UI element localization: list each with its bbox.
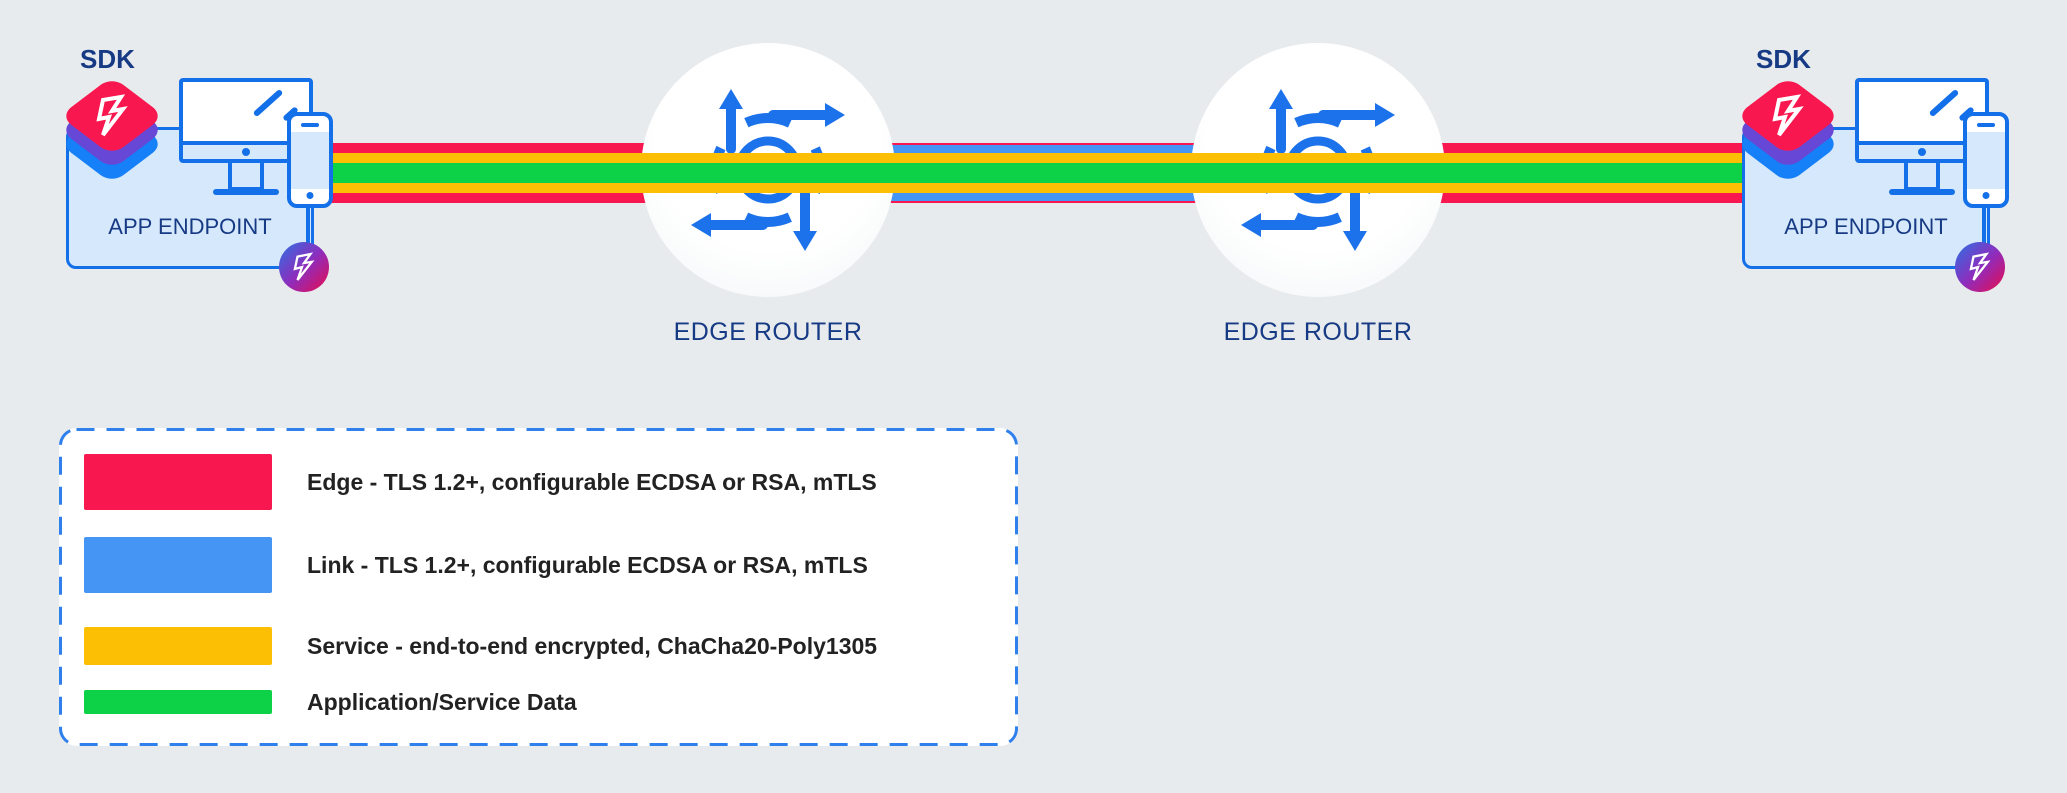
lightning-bolt-icon — [96, 94, 128, 137]
monitor-bezel — [183, 141, 309, 159]
monitor-base — [1889, 189, 1955, 195]
legend-swatch-application — [84, 690, 272, 714]
phone-home-dot — [306, 192, 314, 199]
phone-screen — [1967, 132, 2005, 189]
ziti-bolt-badge — [1955, 242, 2005, 292]
monitor-power-dot — [1918, 148, 1926, 156]
legend-label-edge: Edge - TLS 1.2+, configurable ECDSA or R… — [307, 469, 877, 495]
legend-swatch-link — [84, 537, 272, 593]
sdk-label: SDK — [80, 44, 135, 74]
phone-icon — [1963, 112, 2009, 208]
phone-speaker — [1977, 123, 1995, 127]
phone-screen — [291, 132, 329, 189]
sdk-label: SDK — [1756, 44, 1811, 74]
lightning-bolt-icon — [1969, 252, 1991, 281]
sdk-stack-icon — [1742, 81, 1834, 179]
monitor-power-dot — [242, 148, 250, 156]
legend: Edge - TLS 1.2+, configurable ECDSA or R… — [59, 428, 1018, 746]
legend-swatch-service — [84, 627, 272, 665]
legend-label-service: Service - end-to-end encrypted, ChaCha20… — [307, 633, 878, 659]
monitor-base — [213, 189, 279, 195]
legend-swatch-edge — [84, 454, 272, 510]
monitor-bezel — [1859, 141, 1985, 159]
ziti-bolt-badge — [279, 242, 329, 292]
badge-connector-line — [306, 195, 310, 251]
badge-connector-line — [1982, 195, 1986, 251]
phone-home-dot — [1982, 192, 1990, 199]
edge-router-label: EDGE ROUTER — [1223, 318, 1413, 346]
legend-dashed-border — [59, 428, 1018, 746]
phone-icon — [287, 112, 333, 208]
app-endpoint-label: APP ENDPOINT — [108, 214, 272, 239]
monitor-stand — [1904, 163, 1940, 191]
lightning-bolt-icon — [293, 252, 315, 281]
legend-label-application: Application/Service Data — [307, 689, 577, 715]
phone-speaker — [301, 123, 319, 127]
application-data-band — [295, 163, 1757, 183]
lightning-bolt-icon — [1772, 94, 1804, 137]
edge-router-label: EDGE ROUTER — [673, 318, 863, 346]
monitor-stand — [228, 163, 264, 191]
app-endpoint-left: SDK APP ENDPOINT — [0, 0, 360, 310]
sdk-stack-icon — [66, 81, 158, 179]
legend-label-link: Link - TLS 1.2+, configurable ECDSA or R… — [307, 552, 868, 578]
app-endpoint-right: SDK APP ENDPOINT — [1676, 0, 2036, 310]
app-endpoint-label: APP ENDPOINT — [1784, 214, 1948, 239]
